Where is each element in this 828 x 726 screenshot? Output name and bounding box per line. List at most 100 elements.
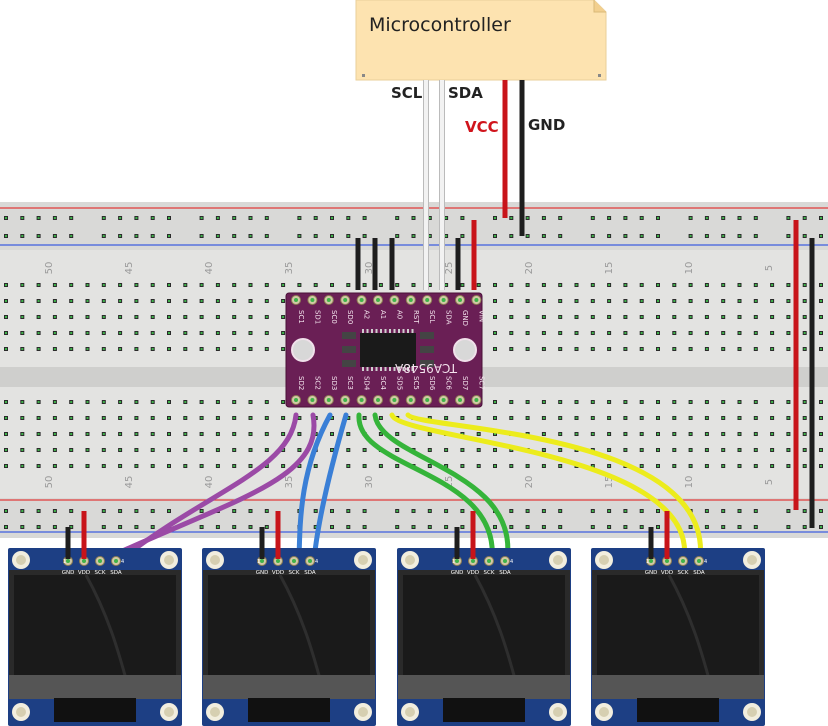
breadboard-hole-contact: [657, 465, 659, 467]
mux-pin-contact: [392, 398, 397, 402]
breadboard-hole-contact: [21, 316, 24, 318]
breadboard-hole-contact: [559, 300, 562, 302]
breadboard-hole-contact: [151, 300, 154, 302]
breadboard-hole-contact: [53, 217, 56, 219]
mux-pin-label: A2: [363, 310, 371, 319]
breadboard-hole-contact: [53, 465, 56, 467]
mux-pin-contact: [326, 298, 331, 302]
breadboard-hole-contact: [559, 401, 562, 403]
smd-resistor: [420, 360, 434, 367]
breadboard-hole-contact: [771, 300, 774, 302]
breadboard-hole-contact: [21, 433, 24, 435]
breadboard-hole-contact: [314, 235, 317, 237]
breadboard-hole-contact: [803, 465, 806, 467]
breadboard-hole-contact: [559, 526, 562, 528]
oled-mount-hole-inner: [16, 555, 26, 565]
breadboard-hole-contact: [624, 433, 627, 435]
oled-ribbon-base: [592, 675, 764, 699]
mux-pin-label: SD1: [313, 310, 321, 324]
breadboard-hole-contact: [184, 465, 187, 467]
breadboard-hole-contact: [265, 449, 268, 451]
breadboard-hole-contact: [298, 284, 301, 286]
breadboard-hole-contact: [249, 417, 252, 419]
oled-pin-label: GND: [451, 570, 464, 576]
breadboard-hole-contact: [249, 284, 252, 286]
breadboard-hole-contact: [265, 348, 268, 350]
breadboard-hole-contact: [445, 526, 448, 528]
breadboard-hole-contact: [575, 433, 578, 435]
breadboard-hole-contact: [803, 433, 806, 435]
breadboard-hole-contact: [591, 332, 594, 334]
breadboard-hole-contact: [119, 316, 122, 318]
breadboard-hole-contact: [510, 449, 513, 451]
breadboard-hole-contact: [722, 348, 725, 350]
breadboard-hole-contact: [591, 401, 594, 403]
breadboard-hole-contact: [396, 526, 399, 528]
microcontroller-box: [355, 0, 607, 81]
mux-pin-contact: [474, 398, 479, 402]
breadboard-hole-contact: [168, 332, 170, 334]
breadboard-hole-contact: [21, 510, 24, 512]
oled-pin-label: SDA: [499, 570, 511, 576]
breadboard-hole-contact: [216, 217, 219, 219]
breadboard-hole-contact: [102, 465, 105, 467]
breadboard-hole-contact: [5, 449, 7, 451]
breadboard-hole-contact: [135, 217, 138, 219]
breadboard-hole-contact: [608, 417, 611, 419]
breadboard-hole-contact: [705, 284, 708, 286]
smd-resistor: [342, 360, 356, 367]
breadboard-hole-contact: [37, 348, 40, 350]
breadboard-hole-contact: [37, 510, 40, 512]
breadboard-hole-contact: [803, 526, 806, 528]
breadboard-hole-contact: [37, 284, 40, 286]
breadboard-hole-contact: [233, 300, 236, 302]
breadboard-hole-contact: [37, 449, 40, 451]
breadboard-hole-contact: [494, 433, 496, 435]
breadboard-hole-contact: [412, 433, 415, 435]
microcontroller-pin: [598, 74, 601, 77]
breadboard-hole-contact: [673, 316, 676, 318]
breadboard-hole-contact: [608, 316, 611, 318]
breadboard-hole-contact: [331, 510, 333, 512]
breadboard-hole-contact: [575, 332, 578, 334]
oled-ribbon-base: [9, 675, 181, 699]
chip-leg: [375, 329, 378, 333]
breadboard-hole-contact: [640, 433, 643, 435]
breadboard-hole-contact: [200, 465, 203, 467]
breadboard-hole-contact: [70, 300, 73, 302]
breadboard-hole-contact: [233, 401, 236, 403]
breadboard-hole-contact: [363, 449, 366, 451]
breadboard-hole-contact: [657, 348, 659, 350]
breadboard-hole-contact: [494, 217, 496, 219]
breadboard-hole-contact: [820, 433, 822, 435]
column-number-top: 35: [284, 262, 295, 275]
chip-leg: [384, 329, 387, 333]
mux-pin-contact: [425, 298, 430, 302]
breadboard-hole-contact: [21, 217, 24, 219]
oled-pin-number: 1: [646, 559, 649, 565]
breadboard-hole-contact: [787, 433, 790, 435]
breadboard-hole-contact: [591, 284, 594, 286]
mux-pin-label: A1: [379, 310, 387, 319]
breadboard-hole-contact: [624, 510, 627, 512]
breadboard-hole-contact: [396, 433, 399, 435]
breadboard-hole-contact: [657, 217, 659, 219]
breadboard-hole-contact: [21, 417, 24, 419]
breadboard-hole-contact: [119, 510, 122, 512]
breadboard-hole-contact: [233, 449, 236, 451]
breadboard-hole-contact: [233, 465, 236, 467]
breadboard-hole-contact: [298, 433, 301, 435]
breadboard-hole-contact: [510, 510, 513, 512]
breadboard-hole-contact: [379, 465, 382, 467]
oled-header-contact: [260, 559, 264, 563]
column-number-bottom: 40: [204, 476, 215, 489]
breadboard-hole-contact: [102, 526, 105, 528]
breadboard-hole-contact: [559, 417, 562, 419]
breadboard-hole-contact: [542, 510, 545, 512]
breadboard-hole-contact: [461, 526, 464, 528]
breadboard-hole-contact: [119, 526, 122, 528]
mux-pin-label: SD7: [461, 376, 469, 390]
breadboard-hole-contact: [37, 217, 40, 219]
breadboard-hole-contact: [216, 465, 219, 467]
breadboard-holes: [4, 216, 823, 529]
